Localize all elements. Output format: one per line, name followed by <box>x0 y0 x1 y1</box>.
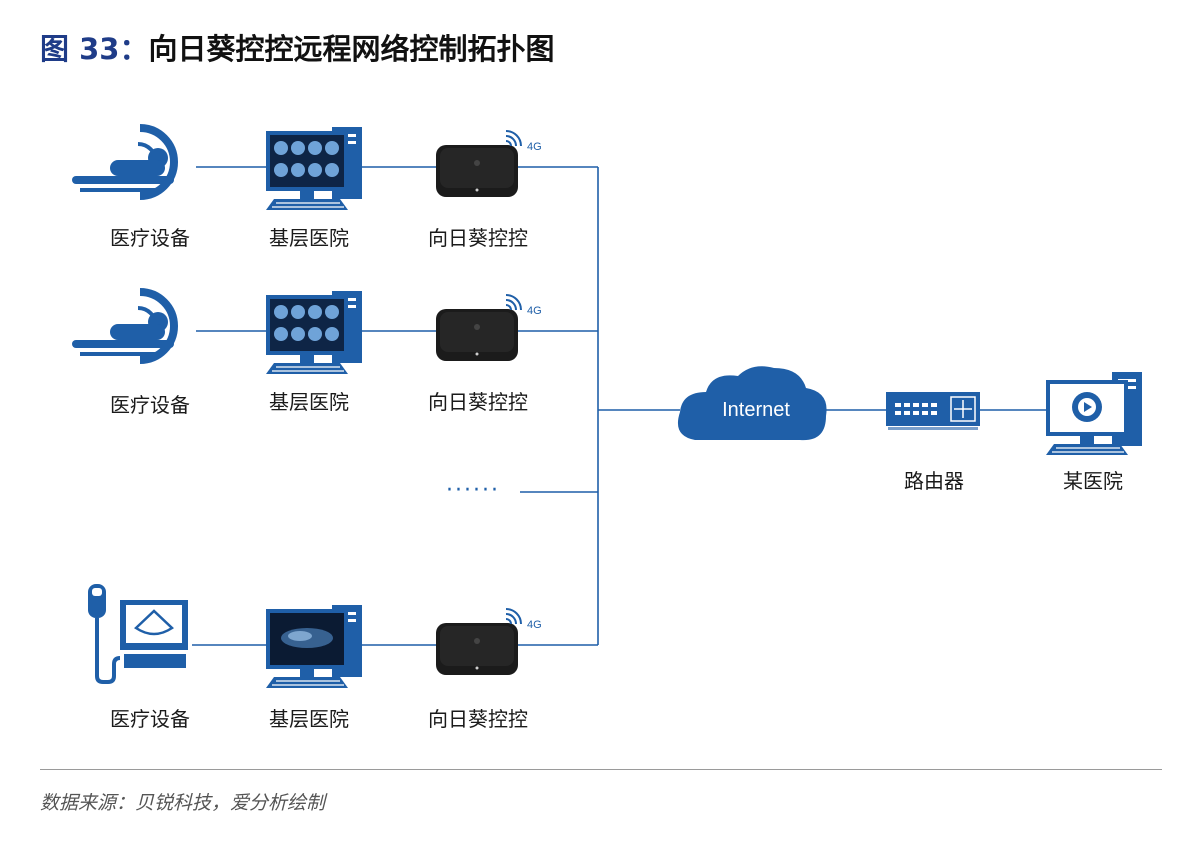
label-device: 医疗设备 <box>110 393 190 417</box>
label-hospital: 基层医院 <box>269 707 349 731</box>
label-device: 医疗设备 <box>110 707 190 731</box>
monitor-gear-icon <box>1046 372 1142 455</box>
computer-monitor-icon <box>265 126 363 211</box>
scanner-bed-icon <box>72 128 174 196</box>
label-hospital: 基层医院 <box>269 390 349 414</box>
computer-monitor-icon <box>266 605 362 688</box>
ultrasound-icon <box>88 584 188 684</box>
label-box: 向日葵控控 <box>428 390 528 414</box>
cloud-icon: Internet <box>677 366 827 441</box>
footer-divider <box>40 769 1162 770</box>
label-box: 向日葵控控 <box>428 226 528 250</box>
router-icon <box>886 392 980 430</box>
signal-4g-label: 4G <box>527 619 542 631</box>
remote-box-icon <box>435 608 522 676</box>
label-device: 医疗设备 <box>110 226 190 250</box>
remote-box-icon <box>435 130 522 198</box>
page-title: 图 33：向日葵控控远程网络控制拓扑图 <box>40 26 554 68</box>
source-note: 数据来源：贝锐科技，爱分析绘制 <box>40 792 326 814</box>
label-router: 路由器 <box>904 469 964 493</box>
signal-4g-label: 4G <box>527 141 542 153</box>
internet-label: Internet <box>722 399 790 421</box>
signal-4g-label: 4G <box>527 305 542 317</box>
computer-monitor-icon <box>265 290 363 375</box>
figure-title: 向日葵控控远程网络控制拓扑图 <box>148 32 555 66</box>
scanner-bed-icon <box>72 292 174 360</box>
ellipsis: ······ <box>446 478 500 503</box>
remote-box-icon <box>435 294 522 362</box>
label-hospital: 基层医院 <box>269 226 349 250</box>
connection-lines <box>192 166 1046 646</box>
label-box: 向日葵控控 <box>428 707 528 731</box>
label-remote-hospital: 某医院 <box>1063 469 1123 493</box>
figure-number: 图 33： <box>40 32 149 66</box>
